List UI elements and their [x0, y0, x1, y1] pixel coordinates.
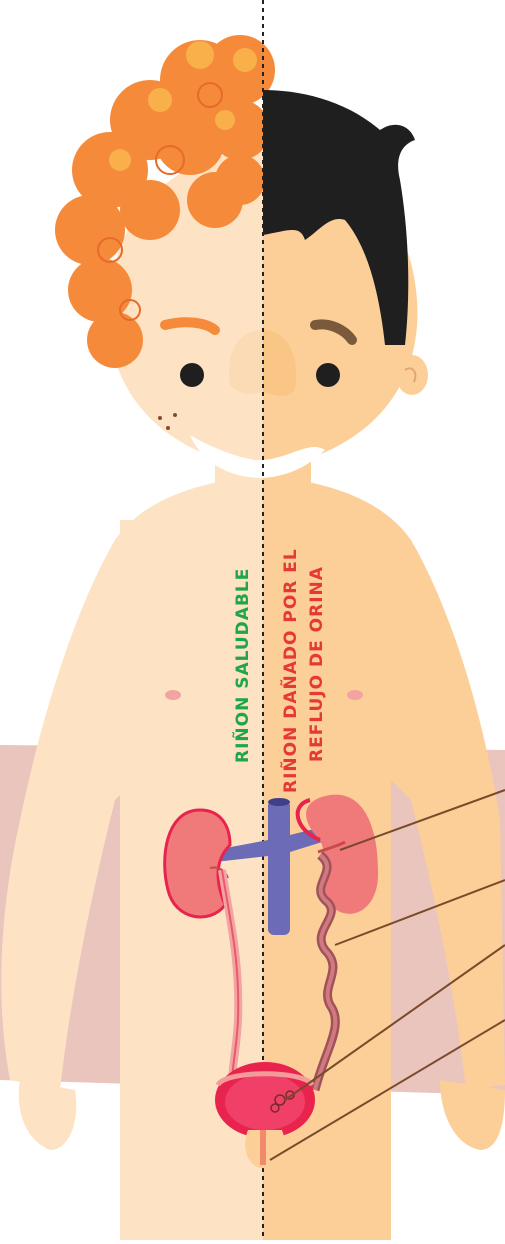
right-nipple [347, 690, 363, 700]
healthy-kidney-label: RIÑON SALUDABLE [230, 568, 253, 763]
left-eye [180, 363, 204, 387]
right-ear [396, 355, 428, 395]
healthy-kidney-icon [165, 810, 230, 917]
left-nipple [165, 690, 181, 700]
damaged-kidney-label-line1: RIÑON DAÑADO POR EL [278, 548, 301, 793]
damaged-kidney-label-line2: REFLUJO DE ORINA [307, 566, 327, 762]
bladder-icon [215, 1062, 315, 1138]
right-eye [316, 363, 340, 387]
